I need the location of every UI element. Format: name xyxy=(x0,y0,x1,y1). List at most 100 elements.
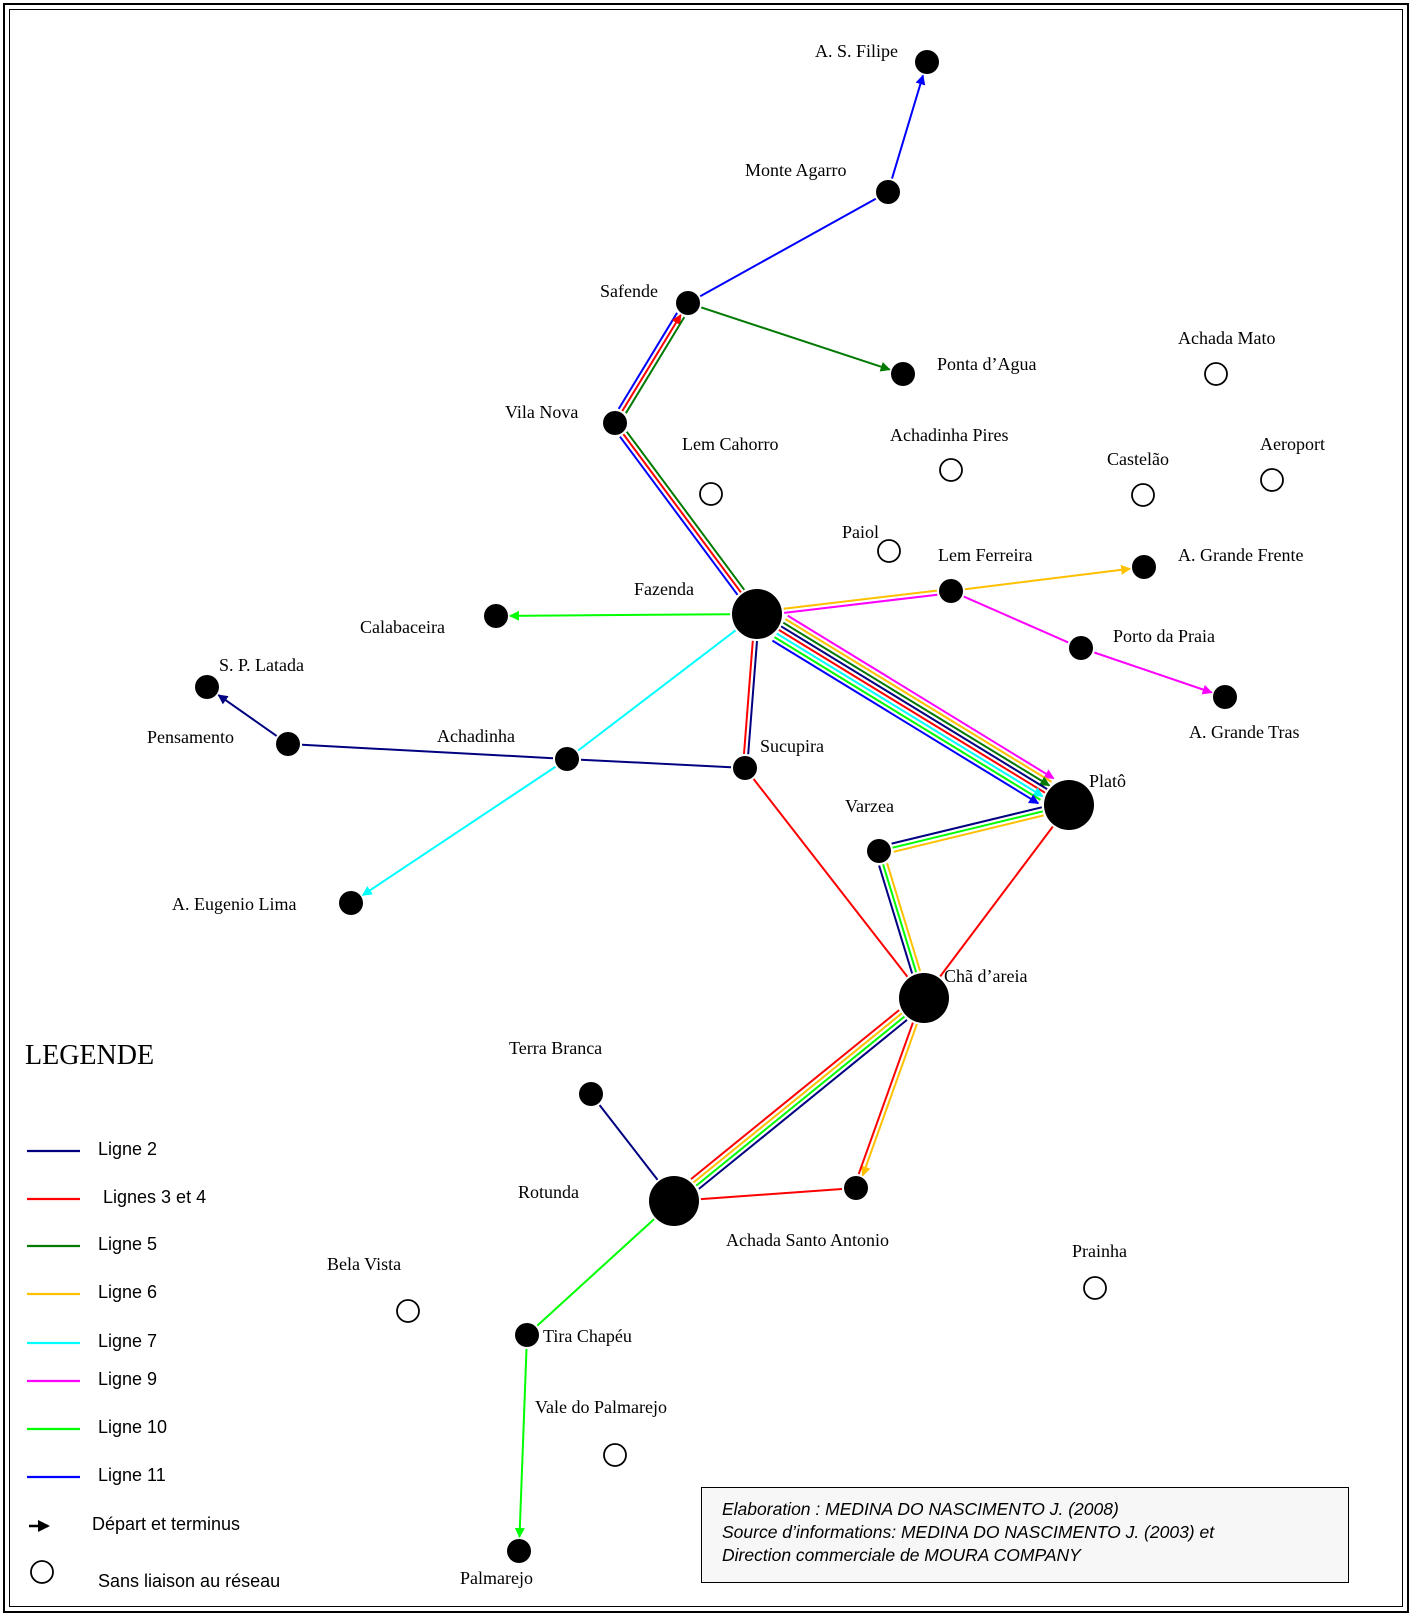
route-segment-ligne6-32 xyxy=(893,814,1044,853)
route-segment-ligne10-9 xyxy=(509,610,731,621)
stop-label-lem_cahorro: Lem Cahorro xyxy=(682,434,778,454)
route-segment-ligne2-27 xyxy=(580,758,732,769)
stop-label-monte_agarro: Monte Agarro xyxy=(745,160,846,180)
legend-label-6: Ligne 9 xyxy=(98,1369,157,1389)
stop-label-a_grande_frente: A. Grande Frente xyxy=(1178,545,1303,565)
route-segment-lignes3et4-30 xyxy=(752,778,909,978)
stop-node-unconnected-achadinha_pires xyxy=(939,458,963,482)
stop-label-vale_do_palmarejo: Vale do Palmarejo xyxy=(535,1397,667,1417)
legend-label-3: Ligne 5 xyxy=(98,1234,157,1254)
route-lines xyxy=(217,74,1213,1538)
credits-box: Elaboration : MEDINA DO NASCIMENTO J. (2… xyxy=(701,1487,1349,1583)
stop-node-unconnected-bela_vista xyxy=(396,1299,420,1323)
route-segment-lignes3et4-43 xyxy=(857,1022,914,1175)
route-segment-ligne9-13 xyxy=(963,595,1069,644)
stop-node-porto_da_praia xyxy=(1069,636,1093,660)
stop-label-tira_chapeu: Tira Chapéu xyxy=(543,1326,632,1346)
route-segment-ligne7-26 xyxy=(361,765,556,897)
legend-label-2: Lignes 3 et 4 xyxy=(103,1187,206,1207)
stop-label-achada_santo_antonio: Achada Santo Antonio xyxy=(726,1230,889,1250)
stop-node-unconnected-paiol xyxy=(877,539,901,563)
stop-label-vila_nova: Vila Nova xyxy=(505,402,578,422)
stop-label-a_eugenio_lima: A. Eugenio Lima xyxy=(172,894,296,914)
route-segment-ligne5-2 xyxy=(700,306,891,372)
stop-node-unconnected-castelao xyxy=(1131,483,1155,507)
stop-node-varzea xyxy=(867,839,891,863)
legend-title: LEGENDE xyxy=(25,1040,154,1071)
inner-frame xyxy=(9,9,1403,1607)
stop-label-cha_dareia: Chã d’areia xyxy=(944,966,1027,986)
stop-node-ponta_dagua xyxy=(891,362,915,386)
route-segment-ligne11-1 xyxy=(699,197,877,298)
stop-label-varzea: Varzea xyxy=(845,796,894,816)
route-segment-ligne6-42 xyxy=(861,1023,918,1177)
stop-nodes xyxy=(195,50,1284,1563)
stop-label-calabaceira: Calabaceira xyxy=(360,617,445,637)
stop-label-prainha: Prainha xyxy=(1072,1241,1127,1261)
credits-direction: Direction commerciale de MOURA COMPANY xyxy=(722,1545,1081,1565)
stop-node-unconnected-achada_mato xyxy=(1204,362,1228,386)
stop-label-terra_branca: Terra Branca xyxy=(509,1038,602,1058)
stop-node-a_grande_frente xyxy=(1132,555,1156,579)
route-segment-ligne2-38 xyxy=(698,1019,908,1190)
route-segment-ligne2-29 xyxy=(217,694,278,737)
stop-node-sucupira xyxy=(733,756,757,780)
stop-label-sp_latada: S. P. Latada xyxy=(219,655,304,675)
stop-node-pensamento xyxy=(276,732,300,756)
route-segment-lignes3et4-31 xyxy=(939,825,1054,978)
stop-node-unconnected-vale_do_palmarejo xyxy=(603,1443,627,1467)
route-segment-lignes3et4-24 xyxy=(743,640,754,754)
stop-label-aeroport: Aeroport xyxy=(1260,434,1325,454)
stop-node-terra_branca xyxy=(579,1082,603,1106)
route-segment-lignes3et4-19 xyxy=(778,629,1046,794)
route-segment-ligne6-16 xyxy=(784,618,1053,783)
stop-label-achadinha: Achadinha xyxy=(437,726,515,746)
legend-label-8: Ligne 11 xyxy=(98,1465,166,1485)
stop-node-plato xyxy=(1044,780,1094,830)
stop-node-safende xyxy=(676,291,700,315)
stop-node-tira_chapeu xyxy=(515,1323,539,1347)
stop-node-a_grande_tras xyxy=(1213,685,1237,709)
stop-node-lem_ferreira xyxy=(939,579,963,603)
stop-label-plato: Platô xyxy=(1089,771,1126,791)
stop-label-castelao: Castelão xyxy=(1107,449,1169,469)
legend-label-5: Ligne 7 xyxy=(98,1331,157,1351)
route-segment-ligne10-47 xyxy=(514,1348,528,1538)
route-segment-ligne2-18 xyxy=(780,625,1048,790)
stop-label-palmarejo: Palmarejo xyxy=(460,1568,533,1588)
stop-node-as_filipe xyxy=(915,50,939,74)
credits-elaboration: Elaboration : MEDINA DO NASCIMENTO J. (2… xyxy=(722,1499,1119,1519)
legend: LEGENDE Ligne 2 Lignes 3 et 4 Ligne 5 Ligne … xyxy=(25,1040,280,1591)
credits-source: Source d’informations: MEDINA DO NASCIME… xyxy=(722,1522,1215,1542)
route-segment-ligne10-21 xyxy=(773,636,1042,801)
route-segment-ligne2-45 xyxy=(598,1104,659,1181)
route-segment-ligne6-35 xyxy=(886,862,922,972)
route-segment-lignes3et4-4 xyxy=(621,314,682,412)
stop-label-sucupira: Sucupira xyxy=(760,736,824,756)
route-segment-ligne5-8 xyxy=(625,431,746,591)
legend-label-7: Ligne 10 xyxy=(98,1417,167,1437)
legend-label-1: Ligne 2 xyxy=(98,1139,157,1159)
stop-label-rotunda: Rotunda xyxy=(518,1182,579,1202)
route-segment-ligne11-6 xyxy=(619,436,739,596)
stop-label-ponta_dagua: Ponta d’Agua xyxy=(937,354,1036,374)
stop-node-sp_latada xyxy=(195,675,219,699)
route-segment-lignes3et4-7 xyxy=(622,433,742,593)
route-segment-lignes3et4-41 xyxy=(690,1009,900,1180)
stop-node-achadinha xyxy=(555,747,579,771)
route-segment-ligne7-20 xyxy=(776,632,1044,798)
stop-node-unconnected-aeroport xyxy=(1260,468,1284,492)
stop-node-vila_nova xyxy=(603,411,627,435)
stop-label-pensamento: Pensamento xyxy=(147,727,234,747)
route-segment-ligne6-10 xyxy=(783,589,938,610)
stop-node-calabaceira xyxy=(484,604,508,628)
route-segment-ligne6-40 xyxy=(692,1012,903,1184)
stop-node-palmarejo xyxy=(507,1539,531,1563)
legend-label-4: Ligne 6 xyxy=(98,1282,157,1302)
route-segment-ligne11-3 xyxy=(617,312,678,410)
route-segment-ligne2-23 xyxy=(747,641,758,755)
stop-node-achada_santo_antonio xyxy=(844,1176,868,1200)
route-segment-ligne2-34 xyxy=(891,806,1043,845)
